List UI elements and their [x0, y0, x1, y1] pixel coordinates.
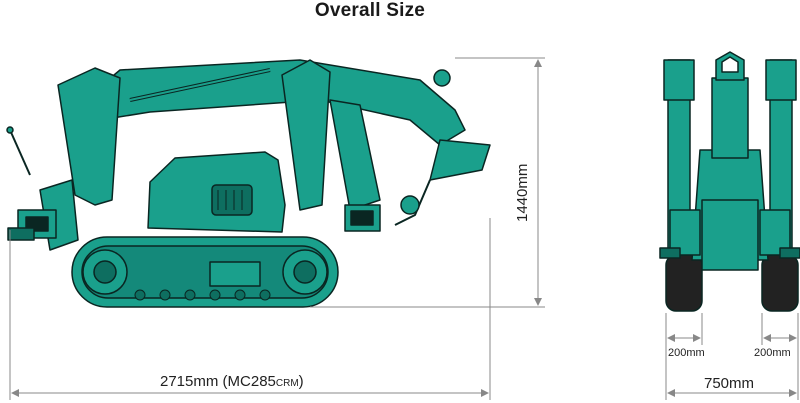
page-title: Overall Size [314, 0, 426, 21]
outrigger-left-side [7, 67, 121, 251]
width-label: 750mm [704, 375, 754, 392]
outrigger-center-side [281, 59, 381, 232]
track-right-front [761, 254, 799, 312]
dimension-lines [9, 57, 799, 400]
boom-tip [429, 139, 491, 181]
track-right-label: 200mm [754, 347, 791, 359]
side-view-crane [6, 59, 491, 308]
boom [89, 59, 466, 146]
track-left-label: 200mm [668, 347, 705, 359]
front-view-crane [659, 51, 800, 312]
length-label: 2715mm (MC285CRM) [160, 373, 304, 390]
hook-icon [400, 195, 420, 215]
height-label: 1440mm [514, 164, 531, 222]
crawler-track [71, 236, 339, 308]
track-left-front [665, 254, 703, 312]
